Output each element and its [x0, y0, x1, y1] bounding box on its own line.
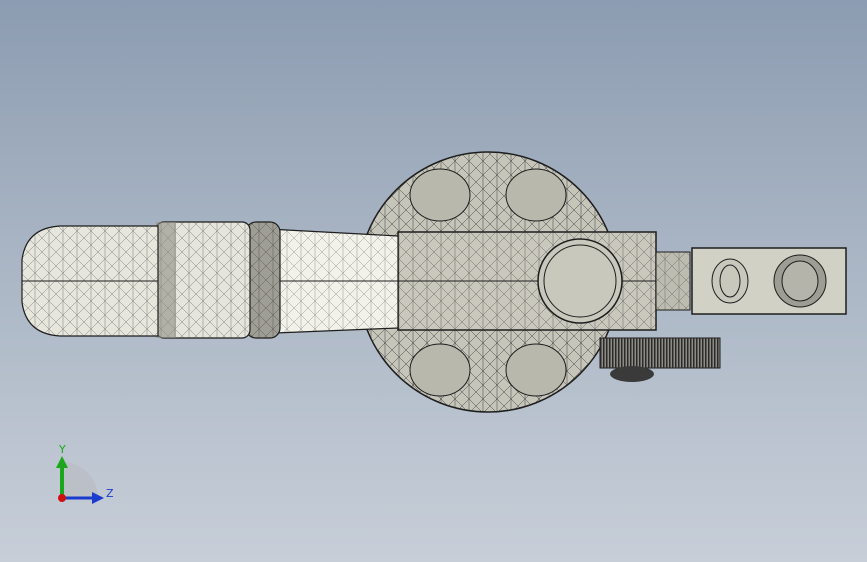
drive-gear: [599, 337, 721, 382]
main-body-block: [397, 231, 657, 331]
end-effector: [691, 247, 847, 315]
tip-segment: [21, 225, 159, 337]
orientation-triad: Y Z: [56, 443, 114, 504]
upper-arm-segment: [155, 221, 251, 339]
wrist-joint: [245, 221, 281, 339]
y-axis-label: Y: [58, 443, 66, 456]
x-axis-dot: [58, 494, 66, 502]
z-axis-label: Z: [106, 487, 114, 500]
forearm-link: [249, 227, 399, 335]
shaft-connector: [655, 251, 691, 311]
